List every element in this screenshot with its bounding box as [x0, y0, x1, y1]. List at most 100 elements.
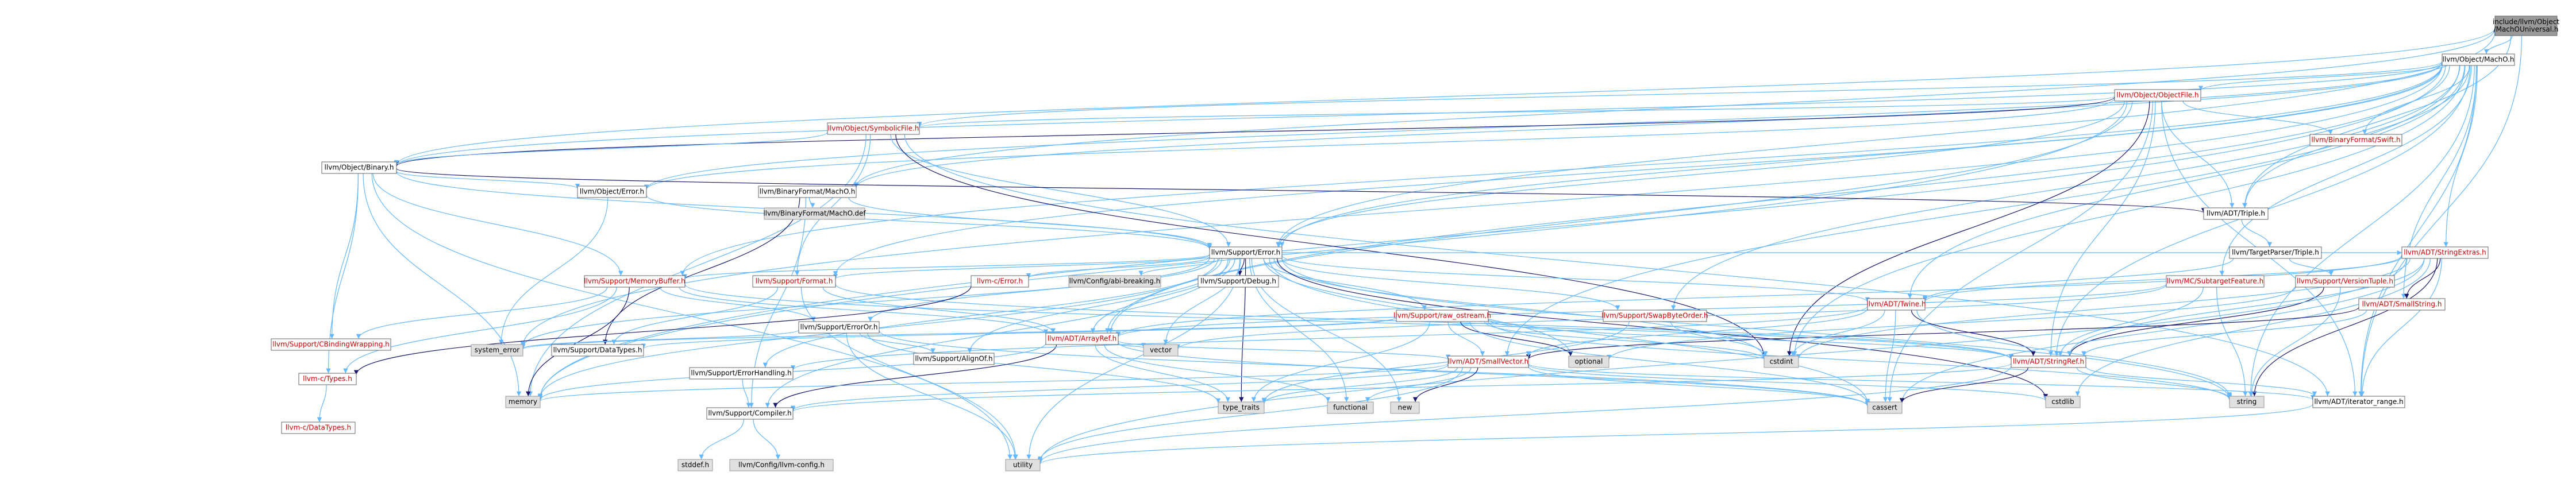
node-label: llvm/ADT/SmallVector.h	[1448, 358, 1528, 366]
edge-memorybuffer-to-ctypes	[343, 287, 617, 374]
edge-macho-to-iterrange	[2358, 65, 2477, 397]
node-binary[interactable]: llvm/Object/Binary.h	[321, 161, 397, 174]
edge-stringref-to-compiler	[791, 363, 2012, 412]
node-memorybuffer[interactable]: llvm/Support/MemoryBuffer.h	[584, 275, 686, 288]
edge-twine-to-smallvector	[1526, 308, 1868, 357]
edge-memorybuffer-to-arrayref	[679, 287, 1049, 335]
node-vector: vector	[1143, 344, 1179, 357]
node-label: stddef.h	[681, 461, 709, 469]
node-label: string	[2237, 398, 2257, 406]
node-errorhandling[interactable]: llvm/Support/ErrorHandling.h	[689, 367, 794, 380]
node-root[interactable]: include/llvm/Object/MachOUniversal.h	[2493, 16, 2559, 36]
node-compiler[interactable]: llvm/Support/Compiler.h	[706, 407, 794, 420]
node-alignof[interactable]: llvm/Support/AlignOf.h	[913, 353, 995, 365]
edge-root-to-iterrange	[2359, 35, 2522, 397]
edge-binary-to-triple	[396, 168, 2206, 214]
node-label: llvm/Object/Error.h	[580, 188, 644, 196]
node-triple[interactable]: llvm/ADT/Triple.h	[2203, 207, 2269, 220]
edge-macho-to-cstdint	[1792, 65, 2466, 357]
edge-arrayref-to-functional	[1104, 344, 1331, 403]
node-supporterror[interactable]: llvm/Support/Error.h	[1209, 246, 1283, 259]
node-cerror[interactable]: llvm-c/Error.h	[971, 275, 1029, 288]
edge-supporterror-to-rawostream	[1263, 258, 1427, 311]
node-arrayref[interactable]: llvm/ADT/ArrayRef.h	[1045, 332, 1119, 345]
edge-supporterror-to-optional	[1263, 258, 1573, 357]
edges-layer	[317, 28, 2522, 465]
edge-macho-to-stringextras	[2443, 65, 2478, 248]
edge-format-to-datatypes	[611, 287, 779, 345]
node-swift[interactable]: llvm/BinaryFormat/Swift.h	[2309, 134, 2402, 146]
edge-stringextras-to-smallstring	[2404, 258, 2441, 299]
edge-symbolicfile-to-cstdint	[895, 134, 1767, 358]
node-label: llvm/ADT/StringRef.h	[2013, 358, 2084, 366]
node-format[interactable]: llvm/Support/Format.h	[752, 275, 836, 288]
edge-objectfile-to-memory	[537, 100, 2128, 399]
node-iterrange[interactable]: llvm/ADT/iterator_range.h	[2312, 396, 2405, 408]
node-stringextras[interactable]: llvm/ADT/StringExtras.h	[2401, 246, 2489, 259]
node-label: llvm/ADT/Twine.h	[1866, 300, 1926, 308]
node-rawostream[interactable]: llvm/Support/raw_ostream.h	[1393, 310, 1491, 322]
edge-objectfile-to-triple	[2161, 100, 2235, 208]
edge-supporterror-to-format	[833, 254, 1210, 279]
edge-tripleparser-to-twine	[1922, 258, 2234, 301]
edge-macho-to-swift	[2362, 65, 2470, 135]
edge-supporterror-to-cstdint	[1273, 258, 1767, 358]
edge-macho-to-format	[833, 64, 2443, 276]
edge-stringref-to-iterrange	[2085, 366, 2317, 397]
edge-format-to-arrayref	[822, 287, 1056, 334]
edge-binary-to-memory	[363, 173, 522, 397]
node-ctypes[interactable]: llvm-c/Types.h	[298, 373, 357, 385]
node-new: new	[1390, 401, 1420, 414]
edge-objerror-to-systemerror	[499, 197, 609, 345]
edge-stringextras-to-stringref	[2067, 258, 2425, 357]
node-label: llvm/Support/CBindingWrapping.h	[272, 341, 390, 349]
node-llvmconfig: llvm/Config/llvm-config.h	[729, 459, 834, 471]
edge-macho-to-binary	[394, 61, 2443, 166]
node-label: utility	[1013, 461, 1033, 469]
edge-smallstring-to-stringref	[2081, 310, 2367, 357]
node-label: llvm/ADT/StringExtras.h	[2404, 249, 2486, 257]
node-label: llvm-c/DataTypes.h	[286, 424, 351, 432]
node-cdatatypes[interactable]: llvm-c/DataTypes.h	[281, 421, 356, 434]
node-macho[interactable]: llvm/Object/MachO.h	[2442, 53, 2515, 66]
edge-rawostream-to-cassert	[1469, 321, 1870, 404]
edge-cerror-to-ctypes	[353, 285, 972, 375]
node-twine[interactable]: llvm/ADT/Twine.h	[1866, 298, 1926, 311]
edge-macho-to-memory	[537, 65, 2446, 399]
edge-macho-to-twine	[1907, 65, 2465, 299]
node-label: include/llvm/Object	[2493, 18, 2559, 26]
node-datatypes[interactable]: llvm/Support/DataTypes.h	[551, 344, 644, 357]
node-swapbyte[interactable]: llvm/Support/SwapByteOrder.h	[1601, 310, 1708, 322]
edge-supporterror-to-arrayref	[1090, 258, 1235, 334]
edge-supporterror-to-swapbyte	[1281, 258, 1620, 311]
node-versiontuple[interactable]: llvm/Support/VersionTuple.h	[2295, 275, 2395, 288]
node-label: llvm/Support/Format.h	[756, 277, 833, 285]
node-erroror[interactable]: llvm/Support/ErrorOr.h	[798, 321, 880, 334]
edge-macho-to-symbolicfile	[917, 61, 2443, 127]
edge-smallvector-to-cstdlib	[1528, 364, 2048, 401]
node-label: llvm/Support/MemoryBuffer.h	[584, 277, 686, 285]
edge-smallvector-to-cassert	[1528, 366, 1870, 406]
edge-smallvector-to-utility	[1037, 367, 1463, 462]
node-cstdint: cstdint	[1763, 355, 1799, 368]
node-label: llvm-c/Types.h	[303, 375, 352, 383]
node-label: llvm/ADT/Triple.h	[2207, 210, 2265, 218]
node-bfmacho[interactable]: llvm/BinaryFormat/MachO.h	[758, 185, 857, 198]
node-stringref[interactable]: llvm/ADT/StringRef.h	[2011, 355, 2086, 368]
node-subtarget[interactable]: llvm/MC/SubtargetFeature.h	[2166, 275, 2265, 288]
node-smallstring[interactable]: llvm/ADT/SmallString.h	[2358, 298, 2446, 311]
node-machodef: llvm/BinaryFormat/MachO.def	[763, 207, 866, 220]
edge-smallvector-to-memory	[538, 363, 1449, 402]
nodes-layer: include/llvm/Object/MachOUniversal.h llvm…	[271, 16, 2559, 471]
node-cbinding[interactable]: llvm/Support/CBindingWrapping.h	[271, 338, 391, 351]
node-objerror[interactable]: llvm/Object/Error.h	[577, 185, 647, 198]
edge-smallvector-to-typetraits	[1261, 367, 1458, 404]
edge-supporterror-to-string	[1281, 258, 2232, 400]
edge-memorybuffer-to-memory	[526, 287, 630, 397]
node-symbolicfile[interactable]: llvm/Object/SymbolicFile.h	[827, 122, 920, 135]
node-tripleparser[interactable]: llvm/TargetParser/Triple.h	[2229, 246, 2322, 259]
node-smallvector[interactable]: llvm/ADT/SmallVector.h	[1447, 355, 1529, 368]
node-objectfile[interactable]: llvm/Object/ObjectFile.h	[2114, 89, 2201, 102]
node-debug[interactable]: llvm/Support/Debug.h	[1197, 275, 1279, 288]
edge-smallvector-to-iterrange	[1528, 363, 2315, 400]
